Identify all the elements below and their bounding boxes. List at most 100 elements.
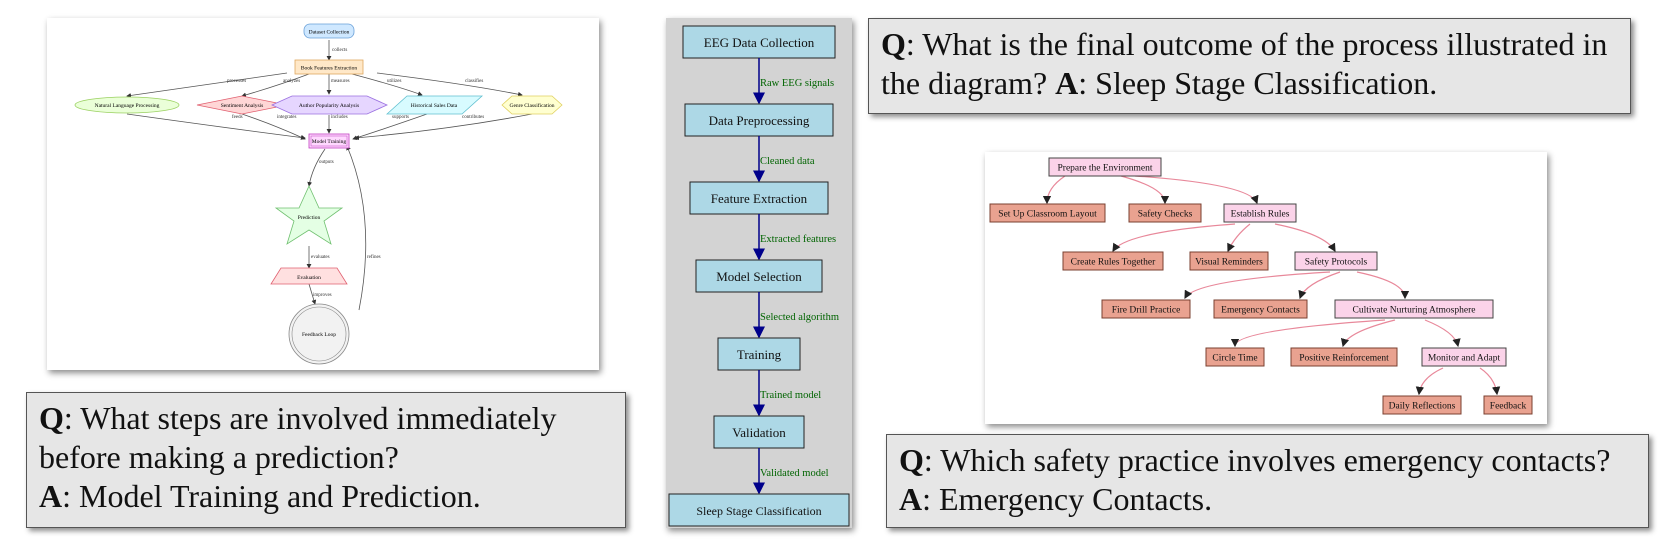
svg-text:Establish Rules: Establish Rules xyxy=(1231,210,1290,220)
edge-label-utilizes: utilizes xyxy=(387,79,401,84)
node-evaluation: Evaluation xyxy=(270,267,348,285)
svg-text:Sentiment Analysis: Sentiment Analysis xyxy=(221,103,264,109)
diagram-book-prediction: collects processes analyzes measures uti… xyxy=(47,18,599,370)
svg-text:Positive Reinforcement: Positive Reinforcement xyxy=(1299,353,1389,364)
svg-text:Cultivate Nurturing Atmosphere: Cultivate Nurturing Atmosphere xyxy=(1353,306,1476,316)
svg-text:EEG Data Collection: EEG Data Collection xyxy=(704,35,815,50)
svg-text:Historical Sales Data: Historical Sales Data xyxy=(411,103,458,109)
answer-label: A xyxy=(899,481,923,517)
edge-label-integrates: integrates xyxy=(277,115,296,120)
node-safety-checks: Safety Checks xyxy=(1128,203,1202,223)
edge-label-measures: measures xyxy=(331,79,350,84)
svg-text:Daily Reflections: Daily Reflections xyxy=(1389,401,1456,412)
eeg-step-5: Training xyxy=(717,337,801,371)
node-circle-time: Circle Time xyxy=(1205,347,1265,367)
question-text: What is the final outcome of the process… xyxy=(881,26,1608,101)
question-label: Q xyxy=(899,442,924,478)
svg-text:Feedback: Feedback xyxy=(1490,402,1527,412)
svg-text:Model Selection: Model Selection xyxy=(716,269,802,284)
qa-box-prediction-steps: Q: What steps are involved immediately b… xyxy=(26,392,626,528)
node-feedback-loop: Feedback Loop xyxy=(288,303,350,365)
svg-text:Safety Protocols: Safety Protocols xyxy=(1305,257,1368,268)
edge-label-collects: collects xyxy=(332,48,347,53)
svg-text:Emergency Contacts: Emergency Contacts xyxy=(1221,306,1300,316)
svg-text:Prepare the Environment: Prepare the Environment xyxy=(1058,164,1153,174)
svg-text:Visual Reminders: Visual Reminders xyxy=(1195,258,1263,268)
edge-label-evaluates: evaluates xyxy=(311,255,330,260)
qa-box-final-outcome: Q: What is the final outcome of the proc… xyxy=(868,18,1631,114)
node-prediction: Prediction xyxy=(274,185,344,245)
svg-text:Sleep Stage Classification: Sleep Stage Classification xyxy=(696,504,821,518)
edge-label-processes: processes xyxy=(227,79,246,84)
diagram-classroom-tree: Prepare the Environment Set Up Classroom… xyxy=(985,152,1547,424)
eeg-step-3: Feature Extraction xyxy=(689,181,829,215)
eeg-edge-label-6: Validated model xyxy=(760,468,829,479)
svg-text:Genre Classification: Genre Classification xyxy=(509,102,554,109)
question-label: Q xyxy=(881,26,906,62)
node-classroom-layout: Set Up Classroom Layout xyxy=(989,203,1106,223)
question-label: Q xyxy=(39,400,64,436)
node-nlp: Natural Language Processing xyxy=(74,96,180,114)
question-text: Which safety practice involves emergency… xyxy=(940,442,1611,478)
svg-text:Data Preprocessing: Data Preprocessing xyxy=(709,113,810,128)
svg-text:Training: Training xyxy=(737,347,782,362)
svg-text:Natural Language Processing: Natural Language Processing xyxy=(95,103,160,109)
node-genre-classification: Genre Classification xyxy=(501,95,563,115)
svg-text:Feedback Loop: Feedback Loop xyxy=(302,332,336,338)
node-daily-reflections: Daily Reflections xyxy=(1382,395,1462,415)
edge-label-feeds: feeds xyxy=(232,115,243,120)
svg-text:Set Up Classroom Layout: Set Up Classroom Layout xyxy=(998,210,1097,220)
eeg-edge-label-3: Extracted features xyxy=(760,234,836,245)
eeg-step-2: Data Preprocessing xyxy=(684,103,834,137)
answer-label: A xyxy=(1055,65,1079,101)
eeg-edge-label-4: Selected algorithm xyxy=(760,312,839,323)
answer-text: Model Training and Prediction. xyxy=(79,478,481,514)
eeg-step-6: Validation xyxy=(713,415,805,449)
edge-label-outputs: outputs xyxy=(319,160,334,165)
qa-box-emergency-contacts: Q: Which safety practice involves emerge… xyxy=(886,434,1649,528)
node-safety-protocols: Safety Protocols xyxy=(1294,251,1378,271)
question-text: What steps are involved immediately befo… xyxy=(39,400,557,475)
edge-label-includes: includes xyxy=(331,115,348,120)
svg-text:Fire Drill Practice: Fire Drill Practice xyxy=(1112,306,1181,316)
svg-text:Model Training: Model Training xyxy=(312,139,347,145)
answer-text: Emergency Contacts. xyxy=(939,481,1213,517)
edge-label-classifies: classifies xyxy=(465,79,483,84)
svg-text:Monitor and Adapt: Monitor and Adapt xyxy=(1428,354,1501,364)
svg-text:Create Rules Together: Create Rules Together xyxy=(1071,258,1156,268)
node-fire-drill-practice: Fire Drill Practice xyxy=(1101,299,1191,319)
node-historical-sales: Historical Sales Data xyxy=(385,95,484,115)
svg-text:Validation: Validation xyxy=(732,425,786,440)
eeg-step-1: EEG Data Collection xyxy=(682,25,836,59)
edge-label-contributes: contributes xyxy=(462,115,484,120)
svg-text:Feature Extraction: Feature Extraction xyxy=(711,191,808,206)
edge-label-improves: improves xyxy=(313,293,332,298)
edge-label-supports: supports xyxy=(392,115,409,120)
eeg-edge-label-2: Cleaned data xyxy=(760,156,815,167)
eeg-edge-label-1: Raw EEG signals xyxy=(760,78,834,89)
eeg-step-4: Model Selection xyxy=(695,259,823,293)
node-positive-reinforcement: Positive Reinforcement xyxy=(1290,347,1398,367)
node-feedback: Feedback xyxy=(1483,395,1533,415)
node-prepare-environment: Prepare the Environment xyxy=(1048,157,1162,177)
edge-label-refines: refines xyxy=(367,255,381,260)
node-nurturing-atmosphere: Cultivate Nurturing Atmosphere xyxy=(1334,299,1494,319)
svg-text:Author Popularity Analysis: Author Popularity Analysis xyxy=(299,103,359,109)
svg-text:Dataset Collection: Dataset Collection xyxy=(309,30,350,36)
node-book-features: Book Features Extraction xyxy=(294,59,364,75)
answer-text: Sleep Stage Classification. xyxy=(1095,65,1438,101)
node-create-rules-together: Create Rules Together xyxy=(1062,251,1164,271)
node-monitor-and-adapt: Monitor and Adapt xyxy=(1421,347,1507,367)
svg-text:Safety Checks: Safety Checks xyxy=(1138,209,1193,220)
eeg-edge-label-5: Trained model xyxy=(760,390,821,401)
svg-text:Circle Time: Circle Time xyxy=(1212,354,1257,364)
answer-label: A xyxy=(39,478,63,514)
edge-label-analyzes: analyzes xyxy=(283,79,300,84)
svg-text:Prediction: Prediction xyxy=(298,215,321,221)
node-model-training: Model Training xyxy=(308,133,350,149)
node-emergency-contacts: Emergency Contacts xyxy=(1213,299,1308,319)
node-dataset-collection: Dataset Collection xyxy=(303,23,355,39)
node-author-popularity: Author Popularity Analysis xyxy=(271,95,388,115)
svg-text:Evaluation: Evaluation xyxy=(297,275,321,281)
